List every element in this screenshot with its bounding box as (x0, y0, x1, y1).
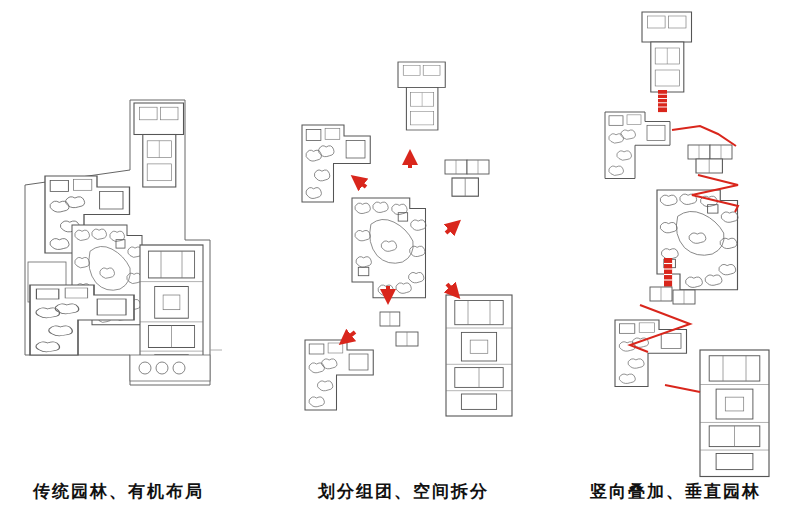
traditional-garden-plan (25, 100, 222, 385)
caption-label: 传统园林、有机布局 (33, 480, 204, 503)
exploded-clusters-plan (302, 62, 512, 416)
vertical-garden-plan (605, 12, 769, 477)
caption-label: 划分组团、空间拆分 (318, 480, 489, 503)
caption-label: 竖向叠加、垂直园林 (590, 480, 761, 503)
